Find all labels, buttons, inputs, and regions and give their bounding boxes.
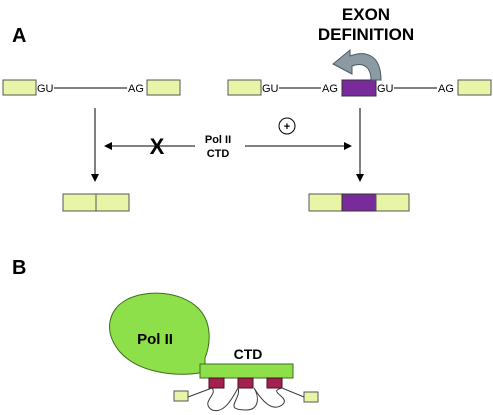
pol-ii-label: Pol II <box>137 331 173 348</box>
left-pre-mrna: GU AG <box>2 79 181 96</box>
left-acceptor-site: AG <box>128 83 144 95</box>
block-x-mark: X <box>150 134 165 159</box>
ctd-factor-2 <box>237 377 254 389</box>
left-downstream-exon <box>146 79 181 96</box>
pol-ii-body <box>109 292 210 375</box>
right-product-internal-exon <box>341 193 377 212</box>
panel-a-label: A <box>12 25 26 47</box>
stimulation-plus-icon: + <box>278 117 296 135</box>
ctd-label: CTD <box>234 346 263 362</box>
exon-definition-line1: EXON <box>342 5 390 24</box>
plus-symbol: + <box>284 121 290 133</box>
rna-exon-right <box>303 391 319 403</box>
right-spliced-mrna <box>308 193 410 212</box>
right-upstream-exon <box>227 79 262 96</box>
pol-ii-complex: Pol II CTD <box>109 292 319 412</box>
right-acceptor-site-1: AG <box>322 83 338 95</box>
right-downstream-exon <box>457 79 492 96</box>
panel-b-label: B <box>12 257 26 279</box>
center-label-line2: CTD <box>207 148 230 160</box>
right-pre-mrna: GU AG GU AG <box>227 79 492 97</box>
ctd-factor-3 <box>266 377 283 389</box>
left-upstream-exon <box>2 79 37 96</box>
rna-exon-left <box>173 390 189 402</box>
internal-exon <box>341 79 377 97</box>
nascent-rna-line <box>187 386 305 412</box>
left-donor-site: GU <box>37 83 54 95</box>
left-spliced-mrna <box>62 193 130 212</box>
right-donor-site-1: GU <box>262 83 279 95</box>
right-product-exon-1 <box>308 193 343 212</box>
right-donor-site-2: GU <box>377 83 394 95</box>
exon-definition-arc-icon <box>332 48 382 81</box>
right-acceptor-site-2: AG <box>438 83 454 95</box>
exon-definition-line2: DEFINITION <box>318 25 414 44</box>
left-product-exon-1 <box>62 193 97 212</box>
left-product-exon-2 <box>95 193 130 212</box>
right-product-exon-3 <box>375 193 410 212</box>
center-label-line1: Pol II <box>205 134 231 146</box>
ctd-factor-1 <box>208 377 225 389</box>
